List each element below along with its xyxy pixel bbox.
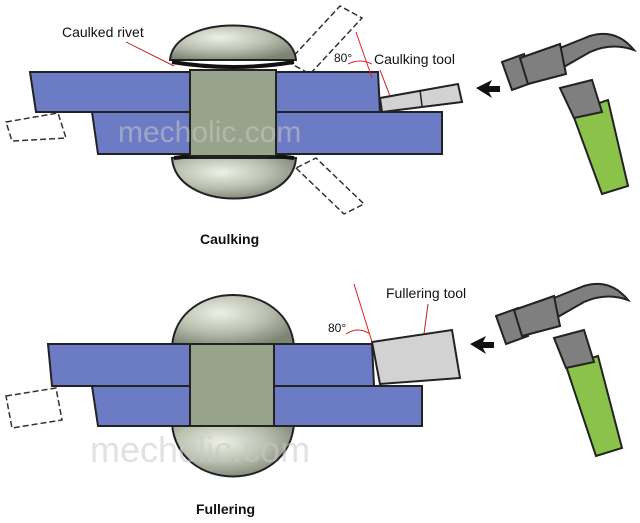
caption-caulking: Caulking: [200, 231, 259, 247]
watermark: mecholic.com: [90, 429, 310, 470]
tool-ghost-outlines: [5, 5, 366, 215]
caulking-figure: 80° Caulked rivet Caulking tool mecholic…: [5, 5, 638, 247]
rivet-shank: [189, 343, 275, 427]
hammer-icon: [500, 32, 638, 196]
rivet-head-top: [168, 24, 298, 61]
tool-leader: [423, 303, 429, 335]
fullering-tool: [370, 328, 462, 386]
tool-label: Fullering tool: [386, 285, 466, 301]
caption-fullering: Fullering: [196, 501, 255, 517]
rivet-label: Caulked rivet: [62, 24, 144, 40]
watermark: mecholic.com: [118, 116, 301, 149]
tool-leader: [379, 69, 391, 97]
hammer-icon: [494, 282, 632, 458]
rivet-head-bottom: [170, 423, 296, 478]
tool-ghost-outline: [5, 387, 63, 429]
arrow-icon: [470, 336, 494, 354]
tool-label: Caulking tool: [374, 51, 455, 67]
rivet-shank: [189, 69, 277, 157]
rivet-leader: [125, 41, 175, 67]
fullering-figure: 80° Fullering tool mecholic.com Fullerin…: [5, 282, 632, 517]
arrow-icon: [476, 80, 500, 98]
angle-line: [355, 31, 373, 79]
rivet-head-top: [170, 294, 296, 347]
angle-line: [353, 283, 373, 343]
angle-label: 80°: [334, 51, 352, 65]
angle-label: 80°: [328, 321, 346, 335]
rivet-head-bottom: [170, 157, 298, 200]
